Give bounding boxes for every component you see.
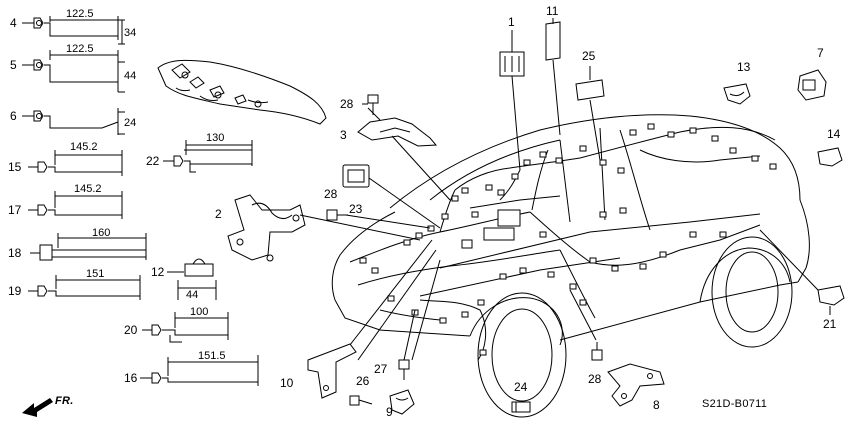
callout-4: 4 (10, 16, 17, 30)
dim-5-height: 44 (124, 70, 137, 82)
car-body (332, 115, 809, 418)
dim-17-length: 145.2 (74, 183, 102, 195)
clip-part-6 (22, 108, 125, 135)
callout-9: 9 (386, 405, 393, 419)
clip-part-21 (818, 286, 844, 315)
sensor-part-7 (798, 70, 826, 100)
dim-4-length: 122.5 (66, 8, 94, 20)
callout-6: 6 (10, 109, 17, 123)
grommet-part-24 (512, 402, 530, 412)
label-plate-part-11 (546, 18, 560, 60)
callout-7: 7 (817, 46, 824, 60)
callout-23: 23 (349, 202, 363, 216)
label-plate-part-25 (576, 66, 604, 100)
dim-19-length: 151 (86, 268, 105, 280)
callout-5: 5 (10, 58, 17, 72)
front-arrow (22, 398, 53, 417)
dim-16-length: 151.5 (198, 350, 226, 362)
callout-28-low: 28 (588, 372, 602, 386)
callout-28-mid: 28 (324, 187, 338, 201)
dim-15-length: 145.2 (70, 141, 98, 153)
callout-18: 18 (8, 246, 22, 260)
clip-part-16 (140, 355, 258, 386)
clip-part-4 (22, 16, 125, 44)
clip-part-15 (28, 150, 122, 176)
bolt-part-26 (350, 396, 372, 405)
callout-16: 16 (124, 371, 138, 385)
callout-21: 21 (823, 317, 837, 331)
callout-24: 24 (514, 380, 528, 394)
clip-part-14 (818, 148, 842, 166)
callout-28-top: 28 (340, 97, 354, 111)
callout-22: 22 (146, 154, 160, 168)
callout-2: 2 (215, 207, 222, 221)
bracket-part-2 (228, 195, 305, 261)
bolt-part-27 (399, 360, 409, 380)
dim-18-length: 160 (92, 227, 111, 239)
dim-20-length: 100 (190, 306, 209, 318)
clip-part-22 (163, 140, 252, 172)
callout-8: 8 (653, 398, 660, 412)
dashboard-harness (158, 60, 326, 124)
front-label: FR. (55, 395, 74, 407)
clip-part-9 (390, 390, 414, 414)
dim-5-length: 122.5 (66, 43, 94, 55)
bracket-part-3 (358, 118, 436, 146)
callout-15: 15 (8, 160, 22, 174)
bracket-part-10 (308, 344, 356, 398)
harness-connectors (360, 124, 776, 355)
callout-25: 25 (582, 49, 596, 63)
callout-13: 13 (737, 60, 751, 74)
callout-12: 12 (151, 265, 165, 279)
bracket-part-8 (608, 364, 664, 406)
band-part-18 (30, 233, 146, 260)
clip-part-17 (28, 191, 122, 219)
callout-19: 19 (8, 284, 22, 298)
leader-lines (300, 60, 818, 360)
dim-6-height: 24 (124, 117, 137, 129)
relay-part-23 (343, 165, 440, 228)
bolt-part-28-top (362, 95, 378, 115)
callout-14: 14 (827, 127, 841, 141)
bolt-part-28-low (592, 342, 602, 360)
callout-26: 26 (356, 374, 370, 388)
connector-part-1 (500, 30, 524, 170)
dim-12-length: 44 (186, 289, 199, 301)
dim-4-height: 34 (124, 27, 137, 39)
callout-20: 20 (124, 323, 138, 337)
clip-part-5 (22, 50, 125, 92)
callout-17: 17 (8, 203, 22, 217)
clip-part-20 (142, 312, 228, 342)
clip-part-13 (724, 84, 750, 104)
callout-1: 1 (508, 15, 515, 29)
clip-part-12 (167, 259, 216, 300)
callout-3: 3 (340, 128, 347, 142)
clip-part-19 (28, 275, 140, 300)
bolt-part-28-mid (327, 210, 348, 220)
callout-27: 27 (374, 362, 388, 376)
callout-11: 11 (546, 4, 559, 18)
callout-10: 10 (280, 376, 294, 390)
diagram-code: S21D-B0711 (702, 398, 768, 410)
dim-22-length: 130 (206, 132, 225, 144)
